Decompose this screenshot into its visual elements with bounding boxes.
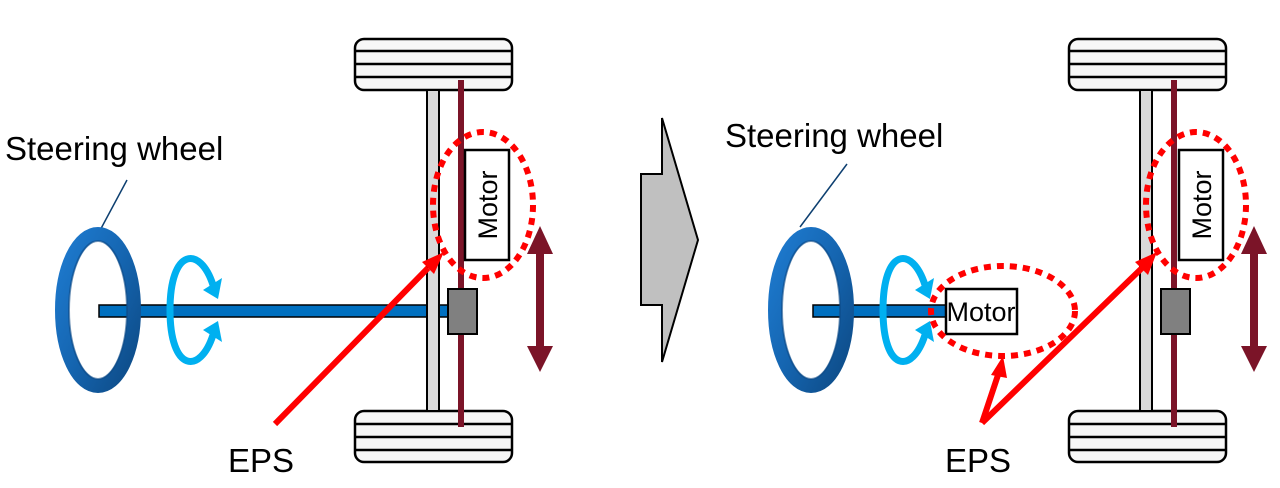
left-steering-wheel-label: Steering wheel [5,130,223,167]
left-rotation-arrow-icon [166,255,222,365]
right-rack-motor-box [1177,148,1225,262]
right-gearbox [1160,288,1191,335]
left-panel: Steering wheel [5,37,553,479]
left-rack-motor-box [463,148,511,262]
right-bottom-tire-icon [1067,409,1228,464]
left-eps-pointer-line [272,265,431,427]
left-eps-label: EPS [228,442,294,479]
left-steering-shaft [98,304,450,318]
right-eps-pointer-arrowhead-rack-icon [1135,252,1157,275]
left-rack-motor-label: Motor [473,170,503,239]
left-steering-wheel-icon [55,227,141,393]
left-steering-rack [458,80,464,427]
right-rack-travel-arrow-icon [1241,226,1267,372]
left-steering-wheel-leader-line [96,179,128,237]
right-eps-pointer-arrowhead-column-icon [991,356,1007,378]
right-top-tire-icon [1067,37,1228,92]
transition-arrow-icon [640,117,700,363]
left-gearbox [447,288,478,335]
right-eps-pointer-line-rack [979,265,1145,426]
left-eps-highlight-ellipse [430,129,536,281]
right-eps-label: EPS [945,442,1011,479]
right-column-motor-box [944,287,1019,336]
left-top-tire-icon [353,37,514,92]
right-rack-eps-highlight-ellipse [1143,129,1249,281]
left-axle [426,89,440,412]
right-steering-wheel-leader-line [799,163,848,228]
left-rack-travel-arrow-icon [527,226,553,372]
right-steering-wheel-icon [768,227,854,393]
right-axle [1139,89,1153,412]
right-rotation-arrow-icon [879,255,934,365]
right-eps-pointer-line-column [979,371,1002,424]
right-panel: Steering wheel Motor [725,37,1267,479]
right-rack-motor-label: Motor [1187,170,1217,239]
right-steering-rack [1171,80,1177,427]
left-bottom-tire-icon [353,409,514,464]
right-column-motor-label: Motor [946,297,1015,327]
right-steering-wheel-label: Steering wheel [725,117,943,154]
left-eps-pointer-arrowhead-icon [422,252,444,274]
